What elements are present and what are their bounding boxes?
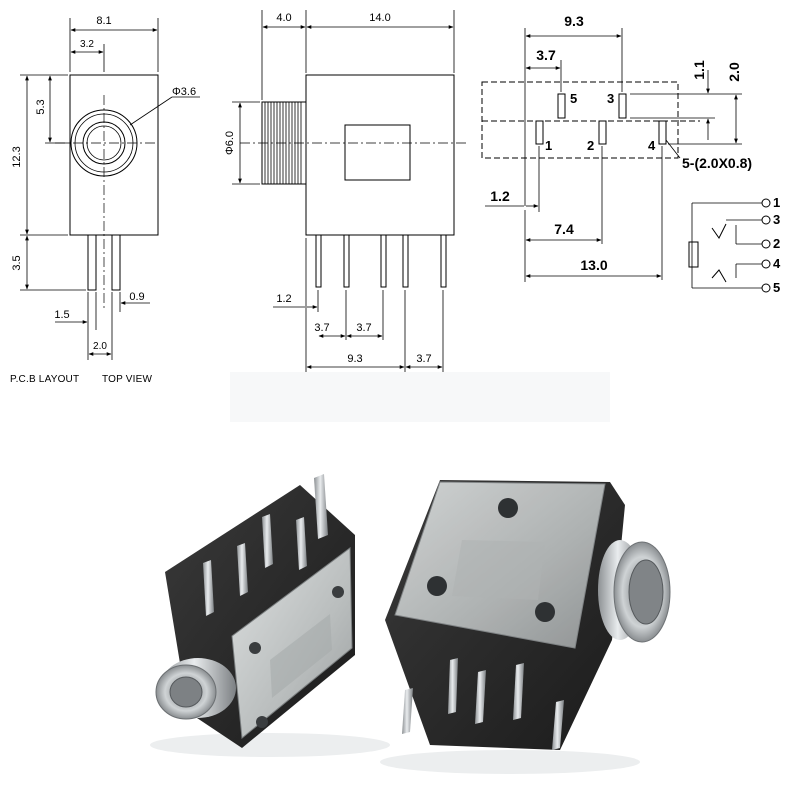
- dim-layout-width: 9.3: [564, 13, 584, 29]
- left-pin-1: [203, 560, 214, 616]
- slot-1: [535, 120, 544, 145]
- schematic-label-5: 5: [773, 280, 780, 295]
- left-rivet-2: [332, 586, 344, 598]
- shadow-left: [150, 733, 390, 757]
- schematic-plug: [688, 241, 699, 268]
- side-pin-3: [380, 234, 387, 288]
- right-cover-label: [452, 540, 545, 600]
- schematic-label-2: 2: [773, 236, 780, 251]
- dim-top-width: 8.1: [96, 15, 111, 27]
- dim-side-pitch-a: 3.7: [314, 322, 329, 334]
- dim-side-pitch-b: 3.7: [356, 322, 371, 334]
- dim-pin-offset: 1.5: [54, 309, 69, 321]
- slot-4: [658, 120, 667, 145]
- schematic-terminal-4: [761, 259, 771, 269]
- right-pin-1: [402, 688, 413, 734]
- dim-side-flange: 4.0: [276, 12, 291, 24]
- left-pin-5: [314, 474, 328, 539]
- dim-pin-width: 0.9: [129, 291, 144, 303]
- dim-slot-size: 5-(2.0X0.8): [682, 155, 752, 171]
- left-cover-plate: [231, 547, 353, 739]
- left-barrel-hole: [169, 676, 203, 708]
- schematic-terminal-3: [761, 215, 771, 225]
- right-pin-2: [448, 658, 458, 714]
- side-pin-2: [343, 234, 350, 288]
- side-view: 4.0 14.0 Φ6.0 1.2 3.7 3.7 9.3 3.7: [224, 10, 468, 372]
- slot-3: [618, 93, 627, 119]
- schematic-contact-lower: [711, 269, 727, 283]
- left-rivet-1: [249, 642, 261, 654]
- schematic-label-1: 1: [773, 195, 780, 210]
- right-rivet-3: [535, 602, 555, 622]
- right-pin-3: [475, 670, 486, 724]
- dim-top-offset: 3.2: [80, 39, 94, 50]
- dim-height-total: 12.3: [11, 146, 23, 167]
- dim-pin-spacing: 2.0: [93, 341, 107, 352]
- right-barrel-hole: [628, 559, 664, 625]
- dim-layout-total: 13.0: [580, 257, 607, 273]
- pin-label-1: 1: [545, 138, 552, 153]
- dim-pin-length: 3.5: [11, 255, 23, 270]
- shadow-right: [380, 750, 640, 774]
- photo-jack-right: [380, 480, 671, 774]
- right-pin-4: [513, 663, 524, 720]
- caption-pcb-layout: P.C.B LAYOUT: [10, 374, 79, 385]
- dim-layout-height: 2.0: [726, 62, 742, 82]
- left-rivet-3: [256, 716, 268, 728]
- schematic-contact-upper: [711, 223, 727, 239]
- pin-label-5: 5: [570, 91, 577, 106]
- schematic-terminal-5: [761, 283, 771, 293]
- dim-layout-mid: 7.4: [554, 221, 574, 237]
- right-rivet-1: [498, 498, 518, 518]
- front-body-outline: [69, 74, 159, 236]
- left-pin-2: [237, 543, 248, 596]
- slot-2: [598, 120, 607, 145]
- pin-label-4: 4: [648, 138, 656, 153]
- dim-side-span-b: 3.7: [416, 353, 431, 365]
- left-cover-label: [270, 614, 332, 698]
- watermark-band: [230, 372, 610, 422]
- schematic: 1 3 2 4 5: [688, 195, 781, 295]
- caption-top-view: TOP VIEW: [102, 374, 152, 385]
- dim-layout-rowgap: 1.1: [691, 60, 707, 80]
- left-pin-3: [262, 514, 273, 568]
- side-pin-5: [440, 234, 447, 288]
- schematic-label-4: 4: [773, 256, 781, 271]
- side-pin-4: [402, 234, 409, 288]
- schematic-terminal-1: [761, 198, 771, 208]
- schematic-terminal-2: [761, 239, 771, 249]
- side-window: [344, 124, 411, 181]
- slot-5: [557, 93, 566, 119]
- left-pin-4: [296, 517, 307, 570]
- pin-label-3: 3: [607, 91, 614, 106]
- dim-diameter: Φ3.6: [172, 86, 196, 98]
- right-rivet-2: [427, 576, 447, 596]
- side-pin-1: [315, 234, 322, 288]
- right-pin-5: [552, 700, 564, 750]
- layout-body-outline: [481, 81, 679, 159]
- pin-label-2: 2: [587, 138, 594, 153]
- schematic-label-3: 3: [773, 212, 780, 227]
- dim-layout-edge: 1.2: [490, 188, 510, 204]
- dim-side-span-a: 9.3: [347, 353, 362, 365]
- front-pin-right: [111, 234, 121, 291]
- pcb-layout-view: 1 2 3 4 5 9.3 3.7 1.1 2.0 5-(2.0X0.8) 1.…: [481, 13, 752, 282]
- side-body-outline: [305, 74, 455, 236]
- dim-side-body: 14.0: [369, 12, 390, 24]
- dim-height-upper: 5.3: [35, 99, 47, 114]
- front-view: 8.1 3.2 Φ3.6 12.3 5.3 3.5 1.5 0.9 2.0: [11, 15, 200, 360]
- dim-layout-offset: 3.7: [536, 47, 556, 63]
- photo-jack-left: [150, 474, 390, 757]
- dim-side-diameter: Φ6.0: [224, 131, 236, 155]
- dim-side-pin-offset: 1.2: [276, 293, 291, 305]
- front-pin-left: [87, 234, 97, 291]
